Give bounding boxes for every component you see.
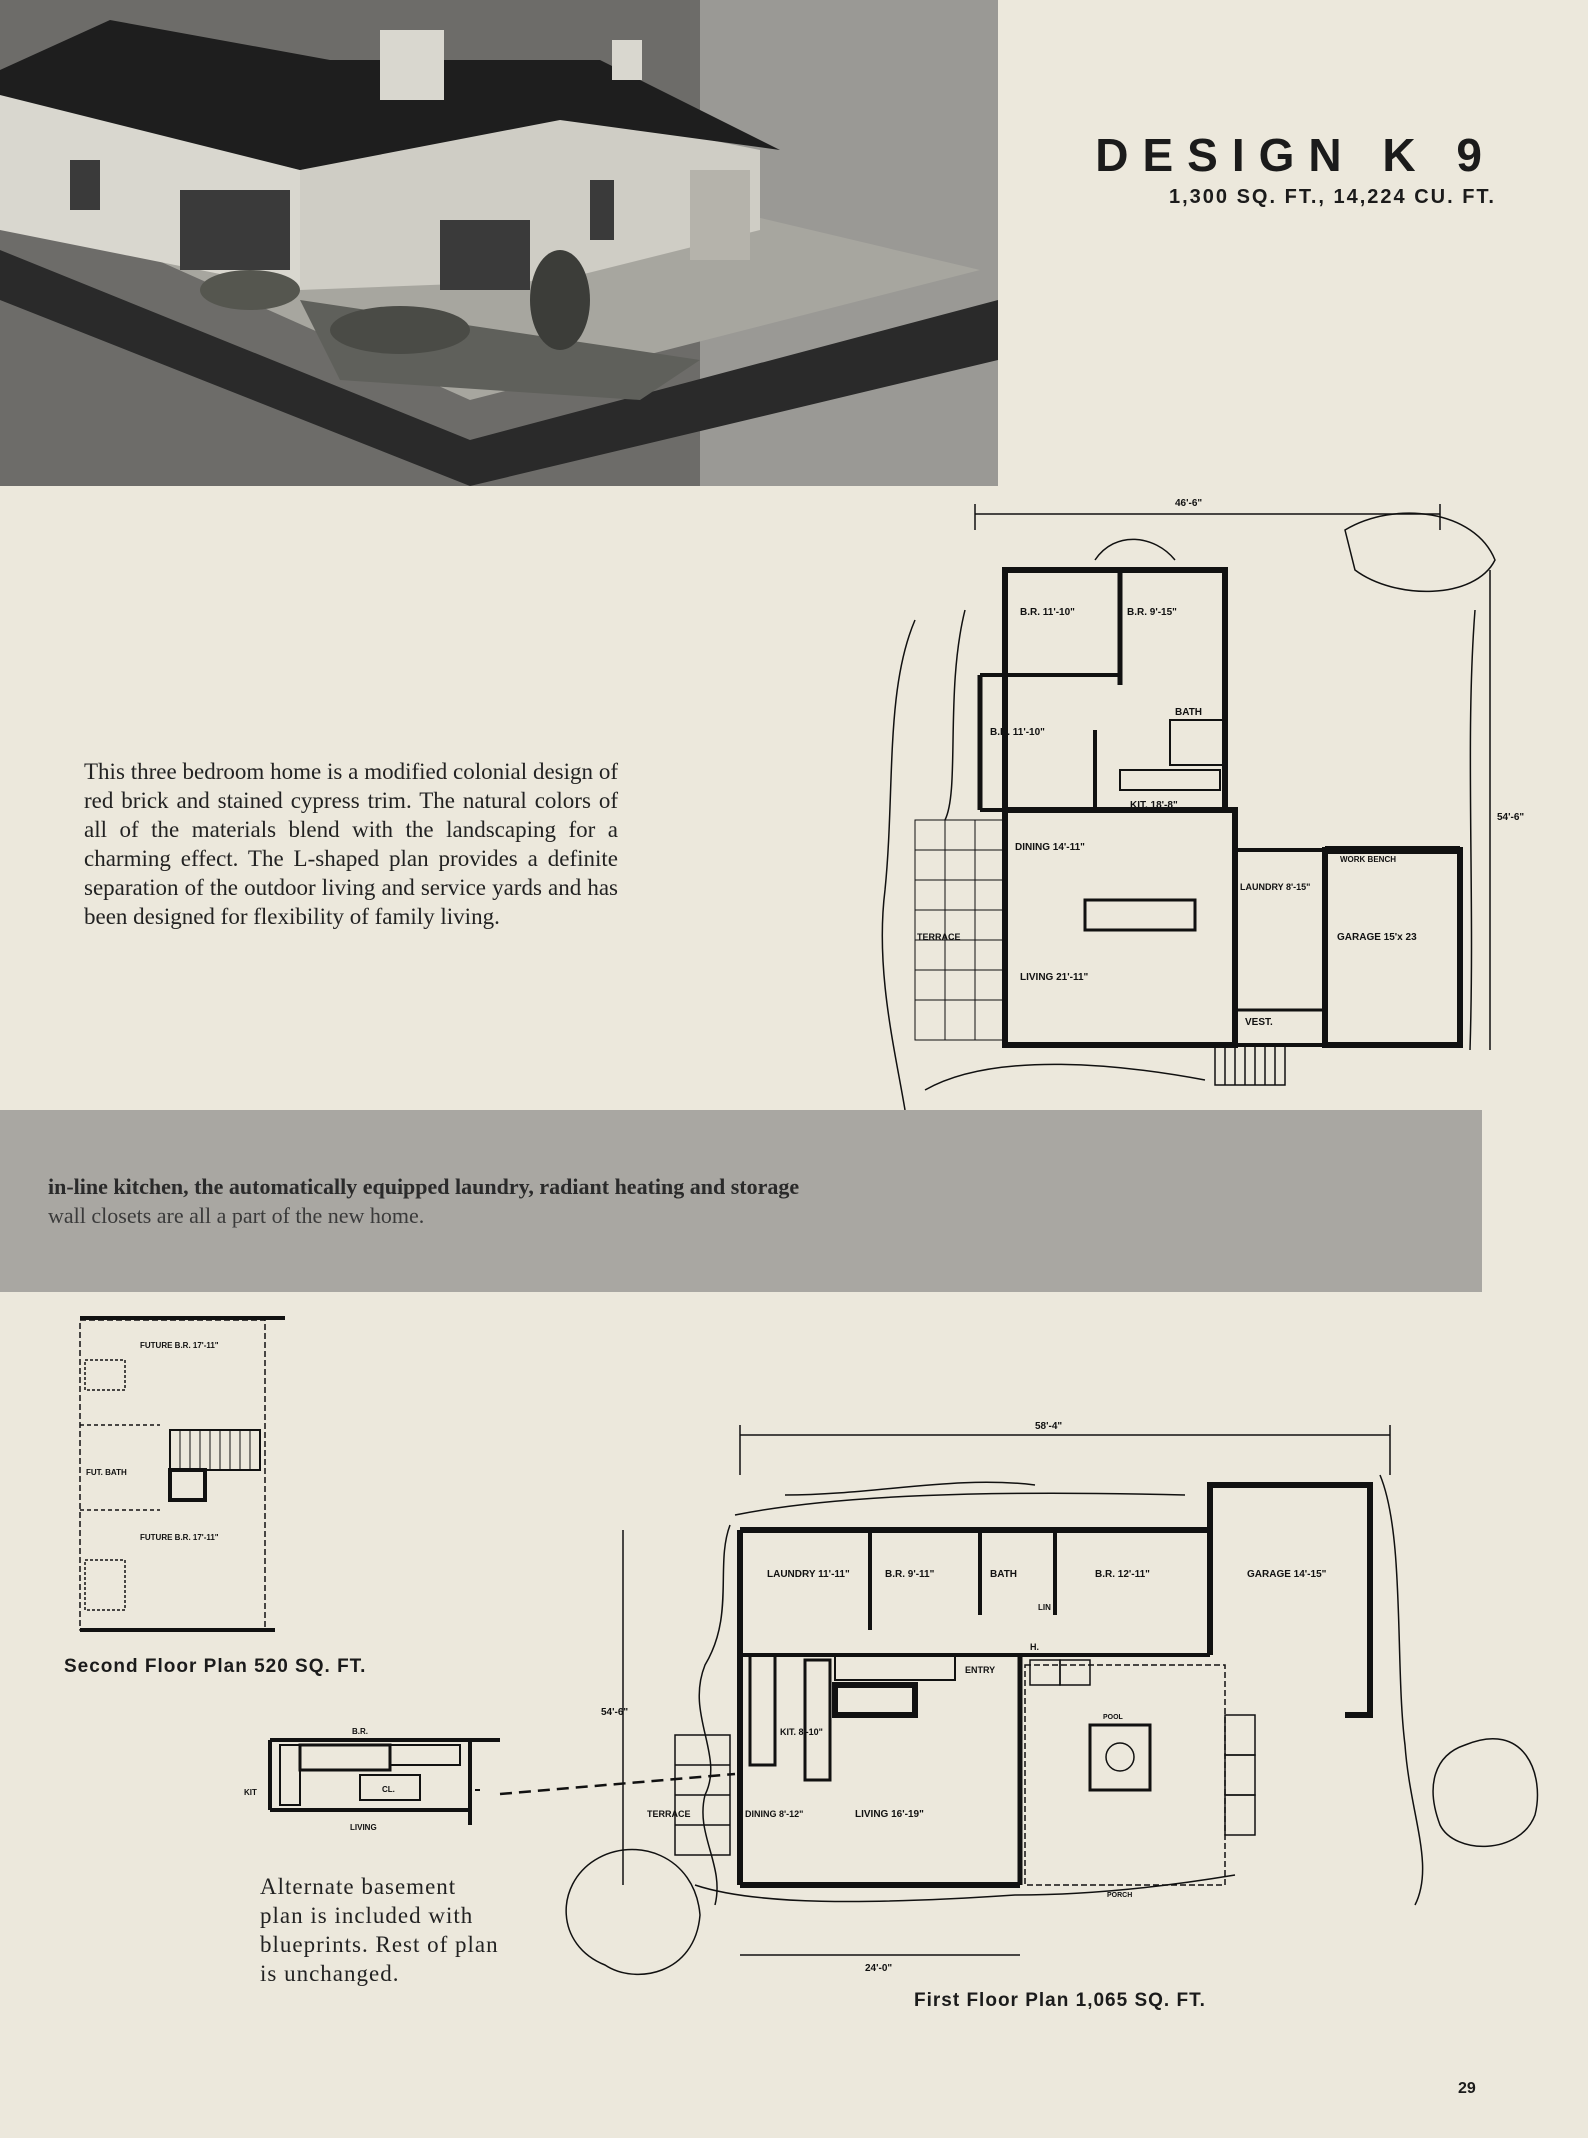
house-model-photo [0, 0, 998, 486]
first-plan-laundry: LAUNDRY 11'-11" [767, 1569, 850, 1580]
first-floor-caption: First Floor Plan 1,065 SQ. FT. [914, 1990, 1206, 2011]
description-paragraph: This three bedroom home is a modified co… [84, 759, 618, 929]
alternate-basement-note: Alternate basement plan is included with… [260, 1874, 499, 1986]
leader-line [499, 1772, 736, 1796]
basement-br: B.R. [352, 1727, 368, 1736]
feature-band-line2: wall closets are all a part of the new h… [48, 1203, 425, 1228]
top-plan-laundry: LAUNDRY 8'-15" [1240, 882, 1310, 892]
design-title: DESIGN K 9 [1095, 129, 1496, 181]
first-plan-terrace: TERRACE [647, 1809, 691, 1819]
first-plan-bottom-dim: 24'-0" [865, 1963, 892, 1974]
top-plan-bath: BATH [1175, 707, 1202, 718]
first-plan-hall: H. [1030, 1642, 1039, 1652]
top-plan-living: LIVING 21'-11" [1020, 972, 1089, 983]
second-plan-bath: FUT. BATH [86, 1468, 127, 1477]
first-plan-kit: KIT. 8'-10" [780, 1727, 823, 1737]
first-plan-br2: B.R. 12'-11" [1095, 1569, 1150, 1580]
top-plan-garage: GARAGE 15'x 23 [1337, 932, 1417, 943]
design-subtitle: 1,300 SQ. FT., 14,224 CU. FT. [1168, 186, 1496, 208]
first-plan-bath: BATH [990, 1569, 1017, 1580]
basement-kit: KIT [244, 1788, 257, 1797]
top-plan-dining: DINING 14'-11" [1015, 842, 1085, 853]
feature-band [0, 1110, 1482, 1292]
first-plan-width-dim: 58'-4" [1035, 1421, 1062, 1432]
feature-band-text: in-line kitchen, the automatically equip… [48, 1172, 1148, 1230]
first-plan-garage: GARAGE 14'-15" [1247, 1569, 1327, 1580]
alternate-basement-plan: B.R. KIT LIVING CL. [240, 1710, 510, 1850]
first-plan-depth-dim: 54'-6" [601, 1707, 628, 1718]
first-plan-living: LIVING 16'-19" [855, 1809, 924, 1820]
first-floor-plan: 58'-4" 54'-6" 24'-0" LAUNDRY 11'-11" B.R… [535, 1415, 1555, 2015]
second-plan-future2: FUTURE B.R. 17'-11" [140, 1533, 219, 1542]
page-number: 29 [1458, 2080, 1476, 2097]
first-plan-br1: B.R. 9'-11" [885, 1569, 935, 1580]
floor-plan-single-story: 46'-6" 54'-6" B.R. 11'-10" B.R. 9'-15" B… [875, 490, 1524, 1120]
top-plan-br1: B.R. 11'-10" [1020, 607, 1075, 618]
basement-cl: CL. [382, 1785, 395, 1794]
top-plan-vest: VEST. [1245, 1017, 1273, 1028]
second-floor-plan: FUTURE B.R. 17'-11" FUT. BATH FUTURE B.R… [60, 1310, 300, 1640]
first-plan-dining: DINING 8'-12" [745, 1809, 803, 1819]
first-plan-lin: LIN [1038, 1603, 1051, 1612]
top-plan-terrace: TERRACE [917, 932, 961, 942]
top-plan-br2: B.R. 9'-15" [1127, 607, 1177, 618]
top-plan-depth-dim: 54'-6" [1497, 812, 1524, 823]
top-plan-br3: B.R. 11'-10" [990, 727, 1045, 738]
second-floor-caption: Second Floor Plan 520 SQ. FT. [64, 1656, 367, 1677]
basement-living: LIVING [350, 1823, 377, 1832]
second-plan-future1: FUTURE B.R. 17'-11" [140, 1341, 219, 1350]
top-plan-kit: KIT. 18'-8" [1130, 800, 1178, 811]
first-plan-pool: POOL [1103, 1714, 1124, 1721]
feature-band-line1: in-line kitchen, the automatically equip… [48, 1174, 800, 1199]
first-plan-entry: ENTRY [965, 1665, 995, 1675]
top-plan-width-dim: 46'-6" [1175, 498, 1202, 509]
top-plan-bench: WORK BENCH [1340, 855, 1396, 864]
first-plan-porch: PORCH [1107, 1892, 1132, 1899]
